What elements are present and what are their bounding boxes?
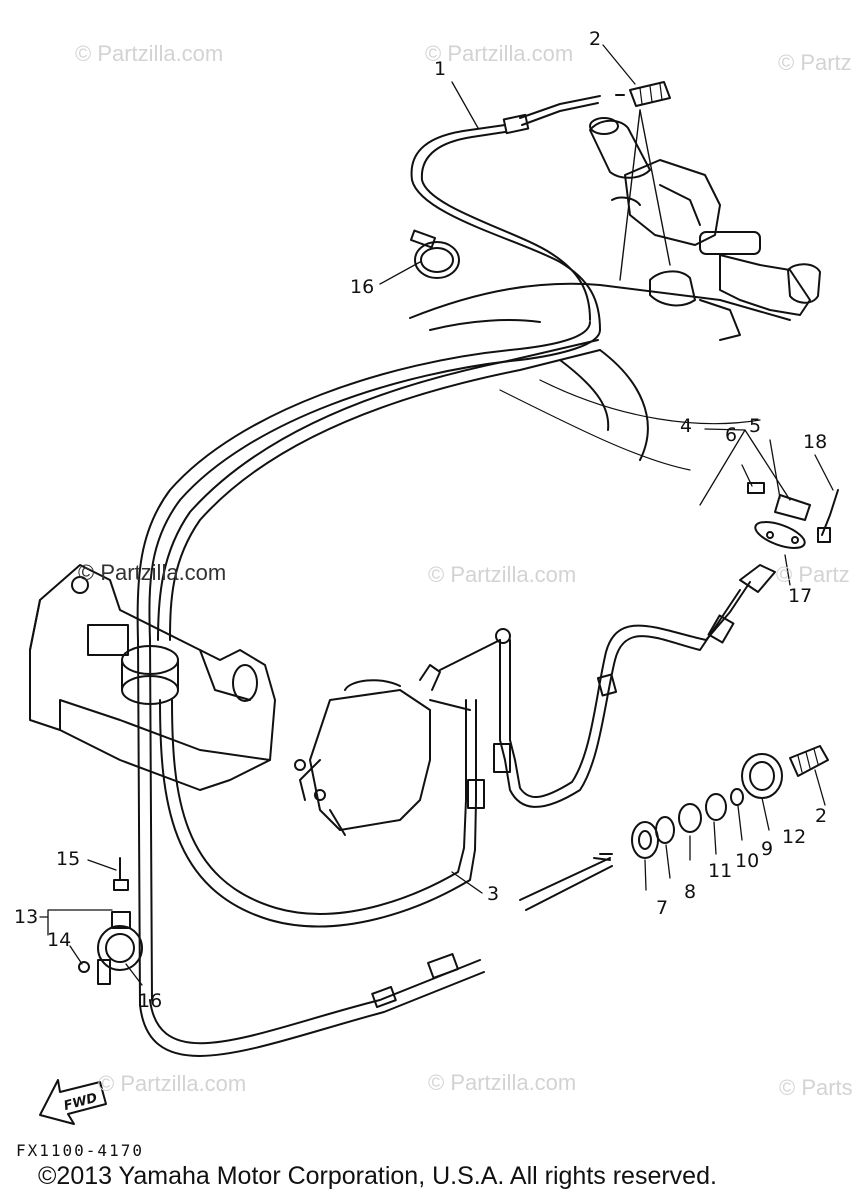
copyright-notice: ©2013 Yamaha Motor Corporation, U.S.A. A…	[38, 1162, 717, 1190]
diagram-code: FX1100-4170	[16, 1141, 144, 1160]
callout-label: 4	[680, 415, 693, 437]
callout-label: 1	[434, 58, 447, 80]
hull-outline	[409, 282, 791, 471]
callout-label: 12	[782, 826, 807, 848]
watermark: © Partz	[776, 562, 850, 587]
watermark: © Partzilla.com	[78, 560, 227, 585]
callout-label: 5	[749, 415, 762, 437]
callout-label: 14	[47, 929, 72, 951]
callout-label: 8	[684, 881, 697, 903]
clamp-assembly-13	[78, 857, 143, 985]
hull-mount	[29, 564, 276, 791]
front-fittings	[371, 745, 829, 1008]
sensor-assembly	[699, 429, 839, 549]
watermark: © Partzilla.com	[428, 1070, 577, 1095]
sensor-cable	[495, 564, 776, 808]
watermark: © Partzilla.com	[75, 41, 224, 66]
callout-label: 9	[761, 838, 774, 860]
callout-label: 18	[803, 431, 828, 453]
clamp-16-top	[409, 229, 460, 279]
callout-label: 16	[138, 990, 163, 1012]
callout-label: 6	[725, 424, 738, 446]
callout-label: 7	[656, 897, 669, 919]
cable-3	[159, 699, 511, 928]
choke-cable	[139, 339, 601, 1057]
callout-label: 2	[589, 28, 602, 50]
carburetor	[294, 639, 501, 836]
watermark: © Parts	[779, 1075, 853, 1100]
callout-label: 16	[350, 276, 375, 298]
callout-label: 3	[487, 883, 500, 905]
watermark: © Partzilla.com	[425, 41, 574, 66]
callout-label: 15	[56, 848, 81, 870]
upper-fittings	[615, 81, 671, 281]
callout-label: 17	[788, 585, 813, 607]
leader-lines	[39, 44, 834, 986]
throttle-cable	[136, 95, 601, 1006]
handlebar-assembly	[589, 117, 821, 341]
watermark: © Partz	[778, 50, 852, 75]
watermark: © Partzilla.com	[428, 562, 577, 587]
callout-label: 11	[708, 860, 733, 882]
callout-label: 2	[815, 805, 828, 827]
callout-label: 10	[735, 850, 760, 872]
callout-label: 13	[14, 906, 39, 928]
fwd-arrow	[39, 1079, 107, 1125]
watermark: © Partzilla.com	[98, 1071, 247, 1096]
